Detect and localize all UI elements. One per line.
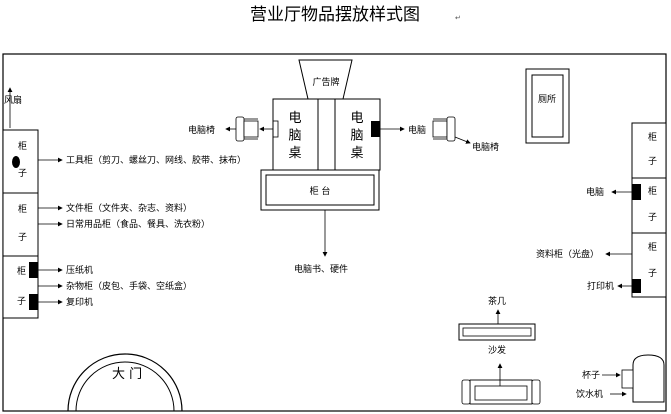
left-cabinet-1-char-2: 子: [18, 168, 27, 179]
left-cabinet-outline: [2, 129, 39, 319]
copier-block: [29, 294, 38, 310]
left-cabinet-2-char-2: 子: [18, 232, 27, 243]
tea-table-inner: [462, 327, 532, 337]
wall-computer-block: [632, 184, 641, 200]
books-hardware-label: 电脑书、硬件: [294, 263, 348, 275]
main-door-inner-arc: [75, 361, 175, 412]
left-cabinet-3-char-1: 柜: [17, 265, 26, 277]
right-cabinet-3-char-1: 柜: [648, 241, 657, 253]
fan-icon: [12, 156, 20, 168]
printer-label: 打印机: [587, 280, 614, 292]
right-cabinet-2-char-1: 柜: [648, 185, 657, 197]
counter-label: 柜 台: [310, 185, 331, 197]
computer-chair-right-icon: [432, 116, 456, 142]
counter-inner: [265, 174, 375, 206]
computer-chair-right-label: 电脑椅: [472, 141, 499, 153]
right-cabinet-3-char-2: 子: [648, 268, 657, 279]
right-cabinet-1-char-2: 子: [648, 156, 657, 167]
right-cabinet-column: [631, 122, 667, 298]
cup-label: 杯子: [582, 369, 600, 381]
water-dispenser-label: 饮水机: [576, 388, 603, 400]
left-cabinet-2-char-1: 柜: [18, 203, 27, 215]
computer-right-wall-label: 电脑: [586, 186, 604, 198]
main-door-outer-arc: [67, 353, 183, 412]
computer-left-label: 电脑: [408, 124, 426, 136]
computer-chair-left-label: 电脑椅: [188, 124, 215, 136]
water-dispenser-icon: [621, 354, 665, 403]
computer-right-block: [371, 121, 380, 137]
left-cabinet-1-char-1: 柜: [18, 140, 27, 152]
paper-press-label: 压纸机: [66, 264, 93, 276]
main-door-label: 大 门: [112, 367, 142, 382]
left-cabinet-column: [2, 129, 39, 319]
right-cabinet-2-char-2: 子: [648, 212, 657, 223]
tool-cabinet-label: 工具柜（剪刀、螺丝刀、网线、胶带、抹布）: [66, 154, 246, 166]
title-return-mark: ↵: [455, 14, 461, 22]
misc-cabinet-label: 杂物柜（皮包、手袋、空纸盒）: [66, 280, 192, 292]
printer-block: [632, 279, 641, 293]
right-cabinet-outline: [631, 122, 667, 298]
paper-press-block: [29, 262, 38, 278]
left-cabinet-3-char-2: 子: [17, 296, 26, 307]
ad-sign-label: 广告牌: [312, 76, 339, 88]
right-cabinet-1-char-1: 柜: [648, 131, 657, 143]
computer-desk-right-label: 电脑桌: [350, 111, 363, 161]
copier-label: 复印机: [66, 296, 93, 308]
computer-chair-left-icon: [235, 116, 259, 142]
file-cabinet-label: 文件柜（文件夹、杂志、资料）: [66, 202, 192, 214]
computer-desk-left-label: 电脑桌: [288, 111, 301, 161]
daily-cabinet-label: 日常用品柜（食品、餐具、洗衣粉）: [66, 218, 210, 230]
data-cabinet-label: 资料柜（光盘）: [536, 248, 599, 260]
sofa-icon: [461, 379, 541, 405]
tea-table-label: 茶几: [488, 295, 506, 307]
sofa-label: 沙发: [488, 344, 506, 356]
fan-label: 风扇: [4, 94, 22, 106]
toilet-inner: [531, 74, 564, 138]
toilet-label: 厕所: [538, 94, 556, 105]
page-title: 营业厅物品摆放样式图: [250, 5, 420, 25]
